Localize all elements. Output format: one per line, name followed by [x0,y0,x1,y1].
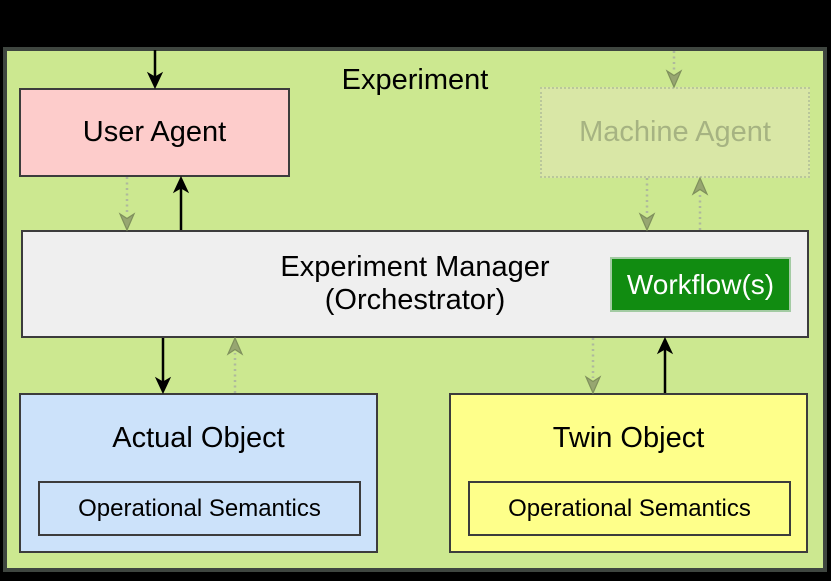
twin-operational-semantics: Operational Semantics [468,481,791,536]
node-machine-agent: Machine Agent [540,87,810,178]
experiment-title: Experiment [341,64,489,96]
twin-object-label: Twin Object [552,421,705,454]
user-agent-label: User Agent [82,116,227,148]
actual-object-label: Actual Object [112,421,285,454]
workflow-label: Workflow(s) [626,268,775,300]
machine-agent-label: Machine Agent [579,116,771,148]
actual-operational-semantics-label: Operational Semantics [78,494,321,522]
node-workflow: Workflow(s) [610,257,791,312]
node-user-agent: User Agent [19,88,290,177]
manager-label-line1: Experiment Manager [280,251,550,283]
node-twin-object: Twin Object Operational Semantics [449,393,808,553]
actual-operational-semantics: Operational Semantics [38,481,361,536]
node-actual-object: Actual Object Operational Semantics [19,393,378,553]
manager-label-line2: (Orchestrator) [324,284,506,316]
twin-operational-semantics-label: Operational Semantics [508,494,751,522]
